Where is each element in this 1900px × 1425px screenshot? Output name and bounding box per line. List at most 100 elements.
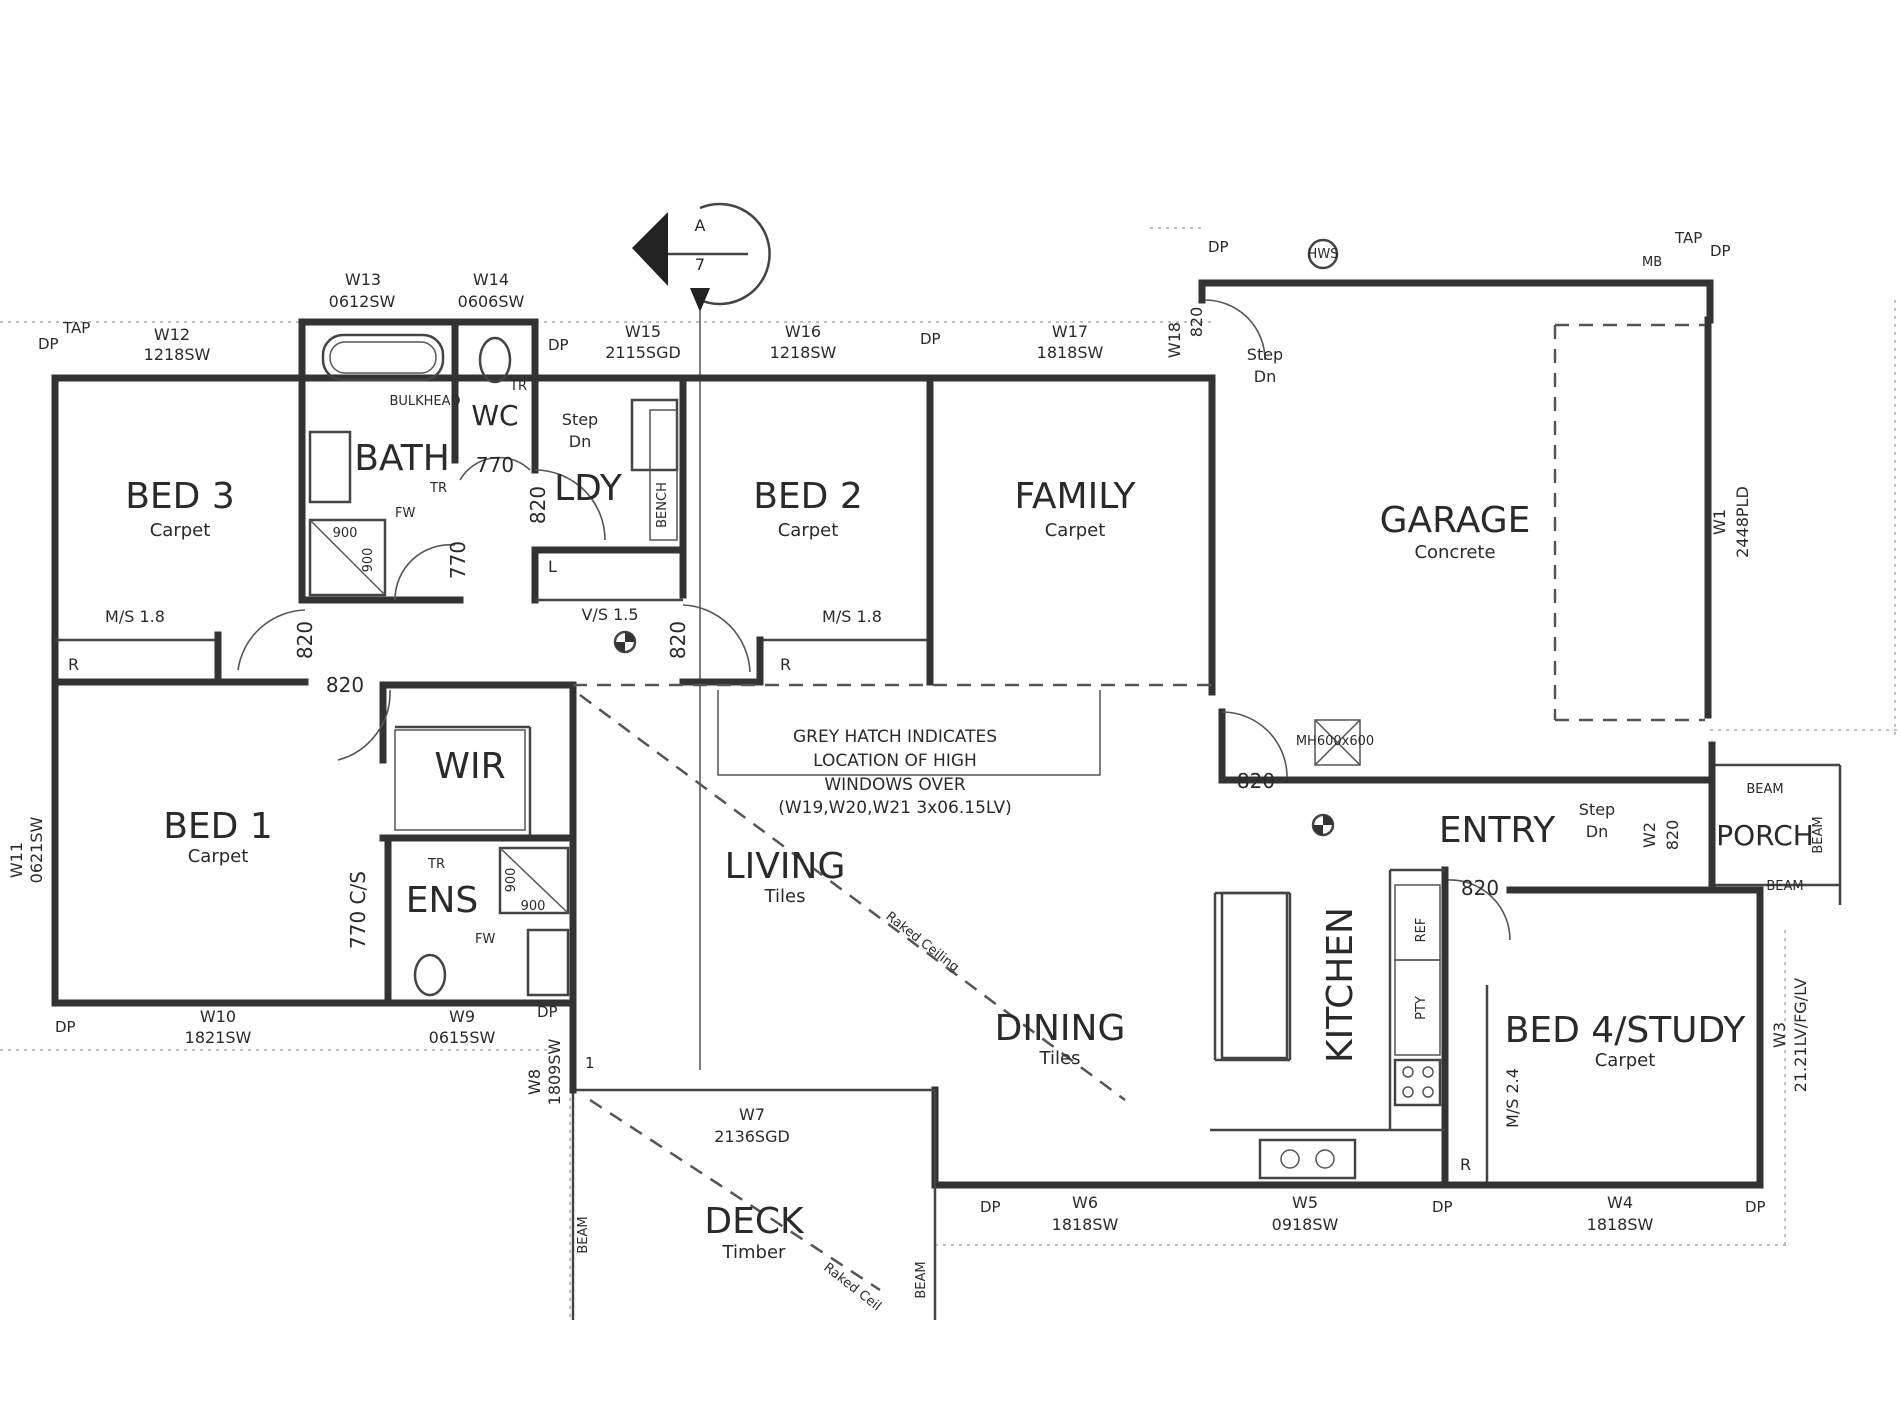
dp-ens: DP — [537, 1003, 558, 1021]
section-number: 7 — [695, 255, 705, 274]
bed3-r: R — [68, 655, 79, 674]
entry-name: ENTRY — [1439, 810, 1556, 851]
ldy-bench: BENCH — [655, 482, 670, 528]
bath-door: 770 — [446, 541, 470, 579]
porch-beam-bottom: BEAM — [1766, 879, 1803, 894]
wir-shelf — [394, 729, 526, 831]
ens-cs: 770 C/S — [346, 871, 370, 949]
hws-icon — [1307, 238, 1339, 270]
dp-se: DP — [1745, 1198, 1766, 1216]
ldy-dn: Dn — [569, 432, 591, 451]
dp-ne: DP — [1710, 242, 1731, 260]
bed4-door: 820 — [1461, 876, 1499, 900]
w14-size: 0606SW — [458, 292, 525, 311]
porch-beam-side: BEAM — [1811, 816, 1826, 853]
dining-finish: Tiles — [1039, 1048, 1081, 1069]
w14-label: W14 — [473, 270, 509, 289]
w11-size: 0621SW — [27, 816, 46, 883]
shower-bath — [308, 518, 387, 597]
wc-name: WC — [471, 399, 518, 432]
bed4-r: R — [1460, 1155, 1471, 1174]
bath-tr: TR — [429, 481, 447, 496]
w11-label: W11 — [7, 842, 26, 878]
toilet-wc — [478, 336, 512, 384]
misc-labels: DP TAP DP DP DP TAP DP MB HWS DP DP DP D… — [38, 229, 1766, 1314]
dp-family: DP — [920, 330, 941, 348]
deck-finish: Timber — [722, 1242, 786, 1263]
garage-mh: MH600x600 — [1296, 734, 1374, 749]
hatch-note-2: LOCATION OF HIGH — [813, 751, 977, 771]
manhole — [1314, 719, 1361, 766]
step-label-garage: Step — [1247, 345, 1283, 364]
site-boundary — [0, 227, 1900, 1320]
sink — [1258, 1138, 1357, 1180]
garage-name: GARAGE — [1380, 500, 1531, 541]
section-letter: A — [695, 216, 706, 235]
vanity-ens — [526, 928, 570, 997]
w17-size: 1818SW — [1037, 343, 1104, 362]
deck-name: DECK — [704, 1201, 805, 1242]
kitchen-name: KITCHEN — [1320, 907, 1361, 1063]
dn-label-garage: Dn — [1254, 367, 1276, 386]
ldy-name: LDY — [554, 468, 623, 509]
bed2-robe: M/S 1.8 — [822, 607, 882, 626]
w13-size: 0612SW — [329, 292, 396, 311]
vanity-bath — [308, 430, 352, 504]
garage-door: 820 — [1237, 769, 1275, 793]
dining-name: DINING — [995, 1008, 1126, 1049]
w16-label: W16 — [785, 322, 821, 341]
bath-shower-d: 900 — [361, 548, 376, 573]
w8-label: W8 — [525, 1069, 544, 1095]
living-name: LIVING — [725, 846, 846, 887]
w4-label: W4 — [1607, 1193, 1633, 1212]
w5-label: W5 — [1292, 1193, 1318, 1212]
pantry — [1394, 959, 1441, 1056]
bed2-r: R — [780, 655, 791, 674]
dp-kitchen: DP — [1432, 1198, 1453, 1216]
toilet-ens — [413, 953, 447, 997]
ens-shower-d: 900 — [504, 868, 519, 893]
mb-label: MB — [1642, 255, 1662, 270]
w8-size: 1809SW — [545, 1038, 564, 1105]
dp-nw: DP — [38, 335, 59, 353]
w4-size: 1818SW — [1587, 1215, 1654, 1234]
bed3-name: BED 3 — [125, 476, 235, 517]
dp-ldy: DP — [548, 336, 569, 354]
w18-size: 820 — [1187, 307, 1206, 338]
w12-label: W12 — [154, 325, 190, 344]
bathtub — [321, 333, 445, 382]
bed4-finish: Carpet — [1595, 1050, 1656, 1071]
bench — [649, 409, 678, 541]
w15-size: 2115SGD — [605, 343, 681, 362]
deck-beam-right: BEAM — [914, 1261, 929, 1298]
bed2-finish: Carpet — [778, 520, 839, 541]
fixtures — [308, 238, 1442, 1180]
kitchen-ref: REF — [1414, 918, 1429, 943]
bed1-finish: Carpet — [188, 846, 249, 867]
bath-name: BATH — [354, 438, 450, 479]
w2-label: W2 — [1640, 822, 1659, 848]
w9-size: 0615SW — [429, 1028, 496, 1047]
w6-size: 1818SW — [1052, 1215, 1119, 1234]
bath-shower-w: 900 — [333, 526, 358, 541]
ldy-door: 820 — [526, 486, 550, 524]
ens-tr: TR — [427, 857, 445, 872]
hws-label: HWS — [1308, 247, 1339, 262]
bed4-name: BED 4/STUDY — [1505, 1010, 1747, 1051]
bed2-name: BED 2 — [753, 476, 863, 517]
section-marker: A 7 — [632, 202, 771, 1070]
bed1-door2: 820 — [293, 621, 317, 659]
porch-beam-top: BEAM — [1746, 782, 1783, 797]
wc-door: 770 — [476, 453, 514, 477]
w9-label: W9 — [449, 1007, 475, 1026]
one-label: 1 — [585, 1054, 595, 1072]
w6-label: W6 — [1072, 1193, 1098, 1212]
wc-tr: TR — [509, 379, 527, 394]
hatch-note-4: (W19,W20,W21 3x06.15LV) — [778, 798, 1012, 818]
high-window-hatch — [573, 323, 1705, 1292]
vs-label: V/S 1.5 — [581, 605, 638, 624]
bed1-name: BED 1 — [163, 806, 273, 847]
hatch-note-3: WINDOWS OVER — [824, 775, 965, 795]
dp-dining: DP — [980, 1198, 1001, 1216]
w3-size: 21.21LV/FG/LV — [1791, 978, 1810, 1092]
